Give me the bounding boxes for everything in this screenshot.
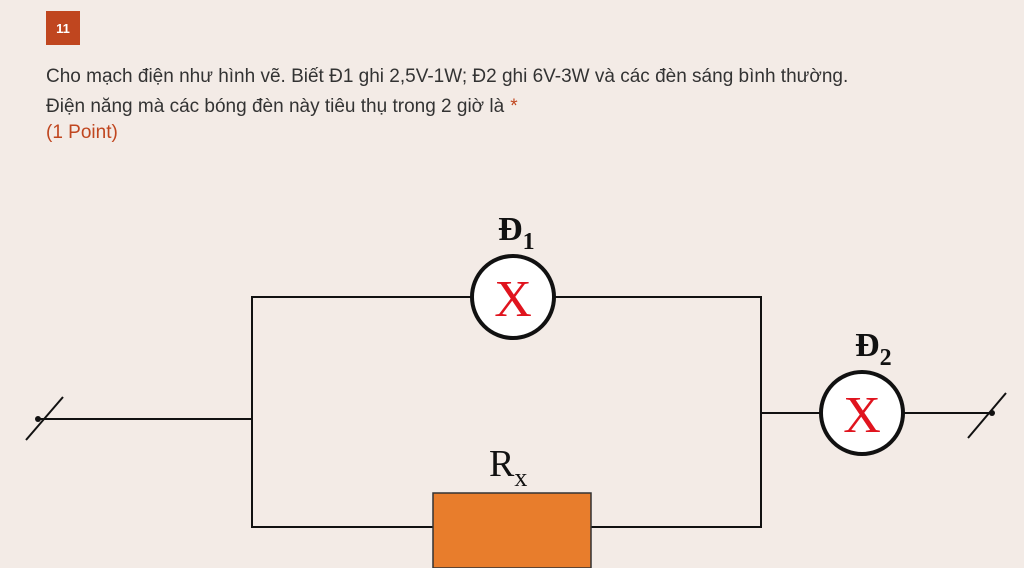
terminal-left-dot: [35, 416, 41, 422]
lamp1-bulb: [470, 254, 556, 340]
question-number-badge: 11: [46, 11, 80, 45]
question-text-line2: Điện năng mà các bóng đèn này tiêu thụ t…: [46, 96, 505, 117]
resistor-rx: [432, 492, 592, 568]
lamp2-label: Đ2: [855, 327, 892, 371]
terminal-right-mark: [967, 392, 1007, 439]
question-points: (1 Point): [46, 122, 118, 143]
lamp1-symbol: X: [494, 271, 532, 328]
lamp2-symbol: X: [843, 387, 881, 444]
terminal-left-mark: [25, 396, 64, 441]
question-card: 11 Cho mạch điện như hình vẽ. Biết Đ1 gh…: [0, 0, 1024, 568]
resistor-label: Rx: [489, 443, 527, 492]
question-text: Cho mạch điện như hình vẽ. Biết Đ1 ghi 2…: [46, 62, 1006, 122]
required-asterisk: *: [510, 96, 518, 117]
lamp1-label: Đ1: [498, 211, 535, 255]
terminal-right-dot: [989, 410, 995, 416]
lamp2-bulb: [819, 370, 905, 456]
question-text-line1: Cho mạch điện như hình vẽ. Biết Đ1 ghi 2…: [46, 66, 849, 87]
circuit-diagram: X Đ1 X Đ2 Rx: [25, 211, 1007, 568]
